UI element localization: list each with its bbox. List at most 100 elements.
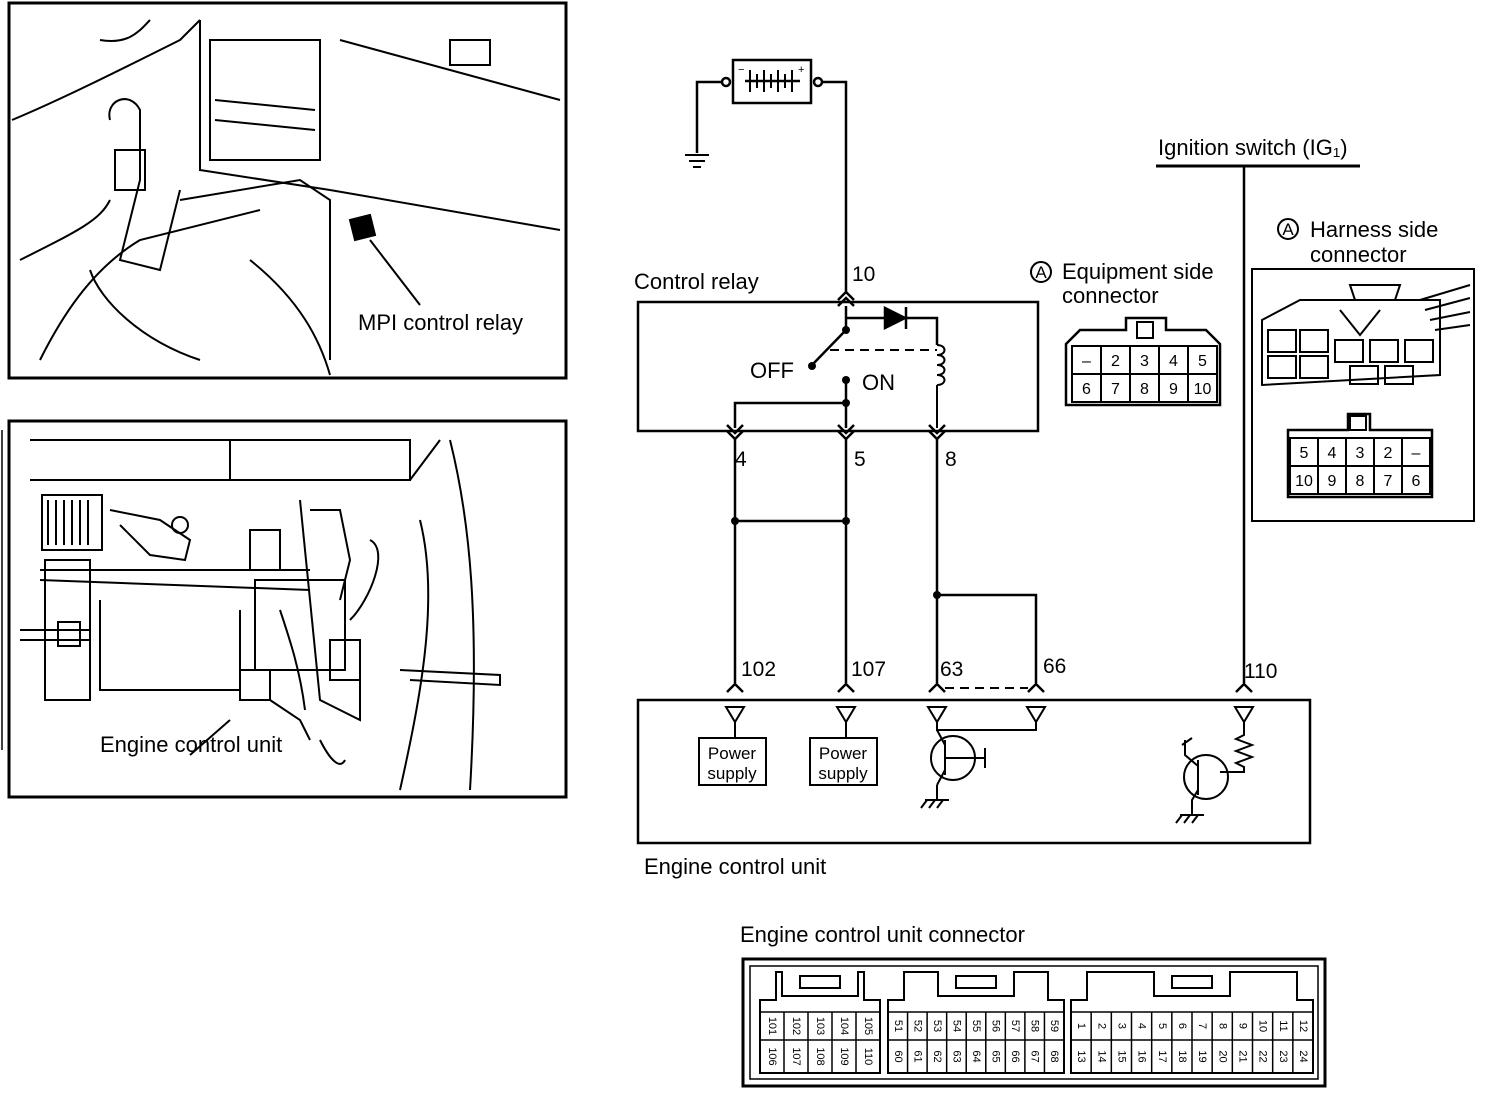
ecu-connector-pin: 11 <box>1277 1020 1289 1031</box>
ecu-connector-pin: 107 <box>790 1047 802 1065</box>
ecu-connector-pin: 20 <box>1216 1050 1228 1062</box>
battery-plus-mark: + <box>798 64 804 76</box>
ecu-connector-pin: 52 <box>911 1020 923 1032</box>
ecu-connector-outer <box>741 957 1327 1088</box>
ecu-connector-pin: 22 <box>1257 1050 1269 1062</box>
equipment-connector-pin-label: 9 <box>1169 381 1178 398</box>
ecu-connector-pin: 108 <box>814 1047 826 1065</box>
control-relay-label: Control relay <box>634 269 759 294</box>
power-supply-1-line2: supply <box>707 764 757 783</box>
ecu-terminal-connectors <box>726 682 1253 693</box>
ground-icon <box>685 154 709 168</box>
console-illustration-panel: MPI control relay <box>7 1 568 380</box>
harness-connector-pin-label: 6 <box>1412 473 1421 490</box>
ecu-connector-pin: 3 <box>1115 1023 1127 1029</box>
harness-connector-pin-label: 3 <box>1356 445 1365 462</box>
ecu-connector-pin: 2 <box>1095 1023 1107 1029</box>
ecu-connector-pin: 62 <box>931 1050 943 1062</box>
console-drawing <box>11 19 561 376</box>
ecu-terminal-63: 63 <box>940 658 963 681</box>
ecu-connector-pin: 59 <box>1048 1020 1060 1032</box>
engine-control-unit-label: Engine control unit <box>644 854 826 879</box>
battery-minus-mark: − <box>738 64 744 76</box>
ecu-connector-pin: 105 <box>862 1017 874 1035</box>
ecu-drawing <box>20 439 501 791</box>
ecu-connector-pin: 106 <box>766 1047 778 1065</box>
engine-control-unit-callout: Engine control unit <box>100 732 282 757</box>
ecu-inner-inputs <box>724 706 1255 738</box>
ecu-connector-pin: 8 <box>1216 1023 1228 1029</box>
relay-diode-icon <box>846 305 939 345</box>
harness-connector-pin-label: 10 <box>1295 473 1313 490</box>
relay-on-label: ON <box>862 370 895 395</box>
ecu-connector-pin: 51 <box>892 1020 904 1032</box>
ecu-connector-pin: 18 <box>1176 1050 1188 1062</box>
equipment-label-line2: connector <box>1062 283 1159 308</box>
ecu-connector-pin: 55 <box>970 1020 982 1032</box>
relay-coil-icon <box>936 344 946 428</box>
ecu-connector-pin: 23 <box>1277 1050 1289 1062</box>
ecu-connector-pin: 67 <box>1029 1050 1041 1062</box>
equipment-marker-a: A <box>1035 263 1047 282</box>
equipment-connector-pin-label: 2 <box>1111 353 1120 370</box>
ecu-connector-pin: 17 <box>1156 1050 1168 1062</box>
harness-label-line1: Harness side <box>1310 217 1438 242</box>
harness-connector-pin-label: 2 <box>1384 445 1393 462</box>
harness-connector-pin-label: – <box>1412 445 1421 462</box>
ecu-connector-pin: 57 <box>1009 1020 1021 1032</box>
power-supply-1-line1: Power <box>708 744 757 763</box>
ecu-connector-pin: 64 <box>970 1050 982 1062</box>
ecu-terminal-110: 110 <box>1244 660 1277 683</box>
harness-connector-pin-label: 8 <box>1356 473 1365 490</box>
harness-marker-a: A <box>1282 220 1294 239</box>
power-supply-box-2: Power supply <box>809 737 878 786</box>
relay-terminal-10: 10 <box>852 263 875 286</box>
ecu-connector-pin: 16 <box>1136 1050 1148 1062</box>
wire-8-to-66 <box>937 593 1038 683</box>
ecu-terminal-102: 102 <box>741 658 776 681</box>
relay-terminal-8: 8 <box>945 448 957 471</box>
ecu-connector-pin: 9 <box>1236 1023 1248 1029</box>
ecu-connector-pin: 19 <box>1196 1050 1208 1062</box>
harness-connector-pin-label: 5 <box>1300 445 1309 462</box>
power-supply-box-1: Power supply <box>698 737 767 786</box>
relay-driver-transistor-icon <box>920 722 1037 809</box>
relay-terminal-5: 5 <box>854 448 866 471</box>
ecu-connector-pin: 103 <box>814 1017 826 1035</box>
relay-internal-wire <box>733 401 846 428</box>
ecu-connector-pin: 56 <box>990 1020 1002 1032</box>
harness-connector-pin-label: 7 <box>1384 473 1393 490</box>
equipment-connector-pin-label: 4 <box>1169 353 1178 370</box>
ecu-connector-pin: 65 <box>990 1050 1002 1062</box>
equipment-connector-pin-label: 6 <box>1082 381 1091 398</box>
battery-symbol: − + <box>720 58 824 105</box>
harness-plug-drawing <box>1261 284 1471 387</box>
harness-label-line2: connector <box>1310 242 1407 267</box>
mpi-control-relay-callout: MPI control relay <box>358 310 523 335</box>
ecu-connector-pin: 60 <box>892 1050 904 1062</box>
ecu-connector-pin: 61 <box>911 1050 923 1062</box>
ecu-connector-pin: 63 <box>950 1050 962 1062</box>
equipment-connector-pin-label: 5 <box>1198 353 1207 370</box>
ecu-connector-pin: 54 <box>950 1020 962 1032</box>
ignition-sense-transistor-icon <box>1175 722 1255 824</box>
equipment-connector-pin-label: 3 <box>1140 353 1149 370</box>
ecu-connector-pin: 1 <box>1075 1023 1087 1029</box>
ecu-connector-pin: 10 <box>1257 1020 1269 1032</box>
ecu-connector-pin: 13 <box>1075 1050 1087 1062</box>
ecu-connector-pin: 6 <box>1176 1023 1188 1029</box>
equipment-connector-cell <box>1187 373 1218 403</box>
ecu-connector-pin: 14 <box>1095 1050 1107 1062</box>
battery-positive-wire <box>822 80 848 292</box>
ecu-connector-pin: 4 <box>1136 1023 1148 1029</box>
ecu-connector-pin: 58 <box>1029 1020 1041 1032</box>
battery-ground-wire <box>695 80 722 153</box>
ecu-connector-pin: 68 <box>1048 1050 1060 1062</box>
equipment-label-line1: Equipment side <box>1062 259 1214 284</box>
